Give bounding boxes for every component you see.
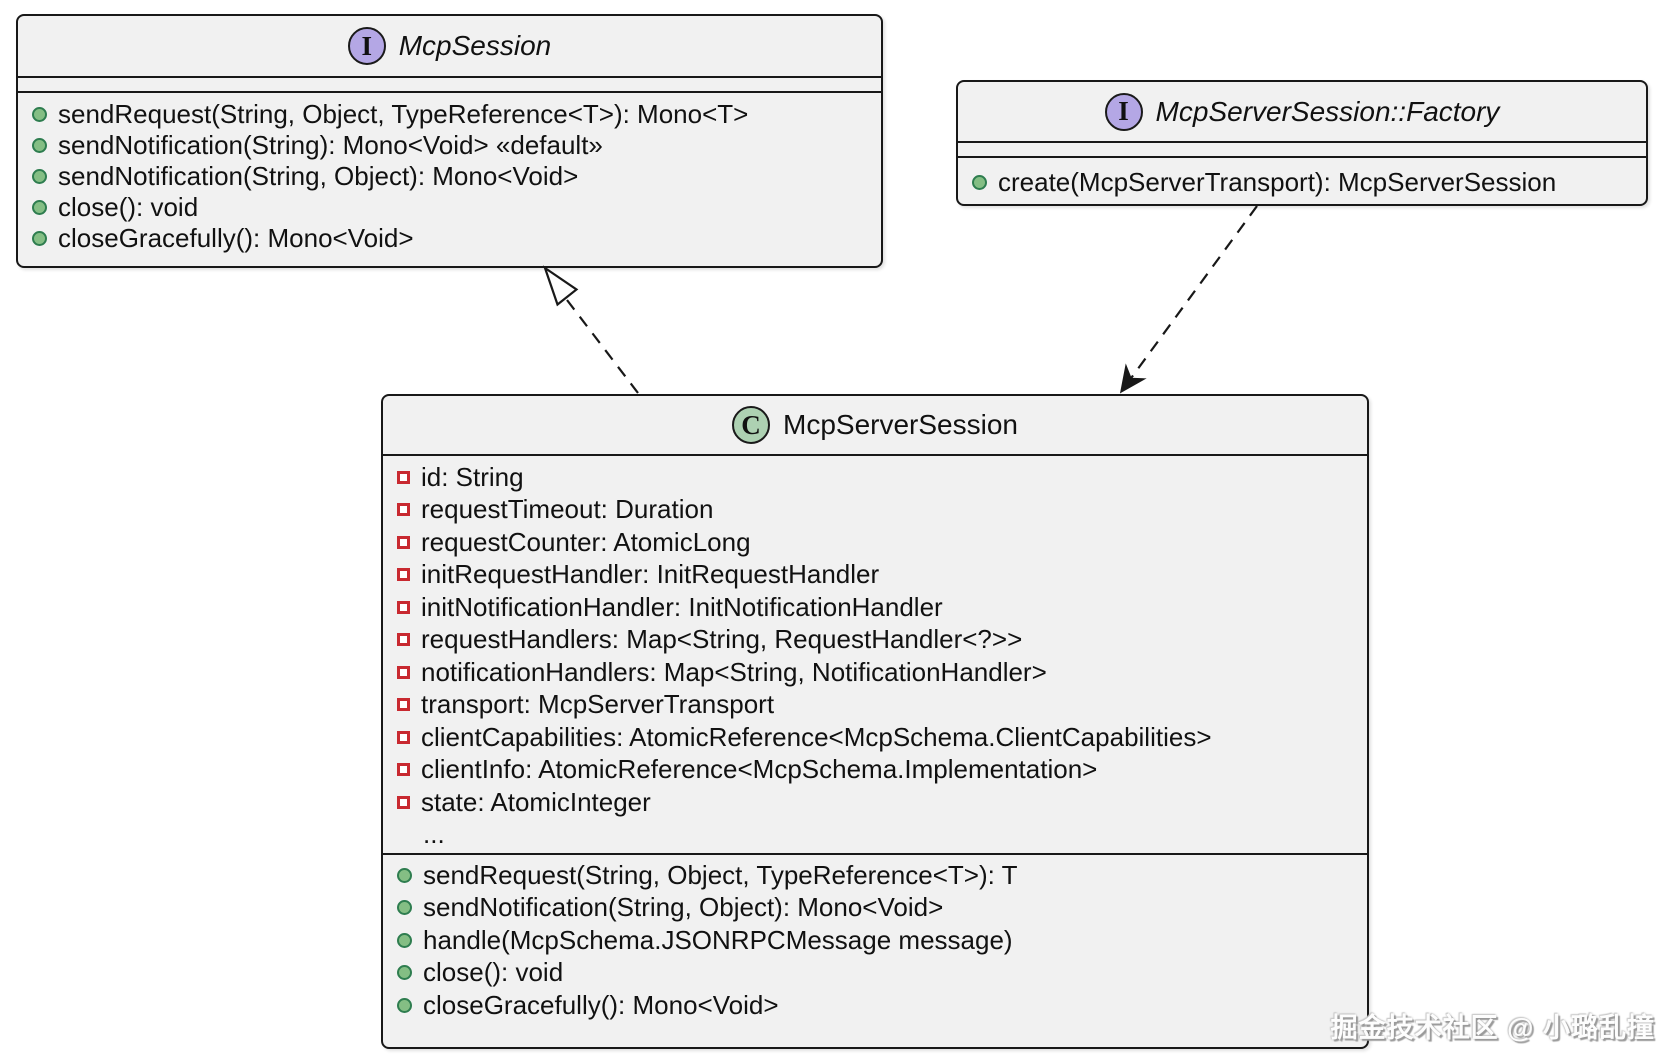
method-text: sendNotification(String): Mono<Void> «de… xyxy=(58,130,603,160)
method-row: closeGracefully(): Mono<Void> xyxy=(32,223,869,254)
class-title: McpServerSession xyxy=(783,409,1018,440)
field-row: clientInfo: AtomicReference<McpSchema.Im… xyxy=(397,754,1355,787)
field-text: clientCapabilities: AtomicReference<McpS… xyxy=(421,721,1212,752)
public-method-icon xyxy=(32,107,47,122)
method-row: close(): void xyxy=(397,957,1355,990)
private-field-icon xyxy=(397,633,410,647)
method-text: sendRequest(String, Object, TypeReferenc… xyxy=(58,99,749,129)
method-text: close(): void xyxy=(58,192,199,222)
public-method-icon xyxy=(32,138,47,153)
field-text: requestHandlers: Map<String, RequestHand… xyxy=(421,624,1023,655)
field-row: transport: McpServerTransport xyxy=(397,689,1355,722)
public-method-icon xyxy=(32,231,47,246)
class-title: McpServerSession::Factory xyxy=(1155,95,1500,127)
method-text: closeGracefully(): Mono<Void> xyxy=(58,223,414,253)
public-method-icon xyxy=(32,200,47,215)
method-row: sendNotification(String): Mono<Void> «de… xyxy=(32,130,869,161)
method-text: sendRequest(String, Object, TypeReferenc… xyxy=(423,859,1018,890)
method-text: create(McpServerTransport): McpServerSes… xyxy=(998,166,1557,197)
field-text: state: AtomicInteger xyxy=(421,786,651,817)
class-box-mcpsession: I McpSession sendRequest(String, Object,… xyxy=(16,14,883,268)
method-row: sendNotification(String, Object): Mono<V… xyxy=(397,892,1355,925)
methods-compartment: sendRequest(String, Object, TypeReferenc… xyxy=(18,93,881,258)
methods-compartment: create(McpServerTransport): McpServerSes… xyxy=(958,158,1646,203)
method-row: sendNotification(String, Object): Mono<V… xyxy=(32,161,869,192)
field-row: initNotificationHandler: InitNotificatio… xyxy=(397,591,1355,624)
field-text: transport: McpServerTransport xyxy=(421,689,775,720)
field-text: requestTimeout: Duration xyxy=(421,494,714,525)
private-field-icon xyxy=(397,470,410,484)
public-method-icon xyxy=(397,932,412,948)
method-text: sendNotification(String, Object): Mono<V… xyxy=(423,892,944,923)
field-text: clientInfo: AtomicReference<McpSchema.Im… xyxy=(421,754,1098,785)
field-text: initNotificationHandler: InitNotificatio… xyxy=(421,591,943,622)
method-text: handle(McpSchema.JSONRPCMessage message) xyxy=(423,924,1013,955)
public-method-icon xyxy=(32,169,47,184)
method-row: handle(McpSchema.JSONRPCMessage message) xyxy=(397,924,1355,957)
class-icon: C xyxy=(732,406,770,444)
method-row: sendRequest(String, Object, TypeReferenc… xyxy=(397,859,1355,892)
field-row: requestTimeout: Duration xyxy=(397,494,1355,527)
class-title: McpSession xyxy=(398,30,552,61)
private-field-icon xyxy=(397,600,410,614)
field-row: requestHandlers: Map<String, RequestHand… xyxy=(397,624,1355,657)
private-field-icon xyxy=(397,698,410,712)
fields-compartment-empty xyxy=(18,78,881,93)
class-box-mcpserversession: C McpServerSession id: String requestTim… xyxy=(381,394,1369,1049)
field-row: clientCapabilities: AtomicReference<McpS… xyxy=(397,721,1355,754)
public-method-icon xyxy=(397,997,412,1013)
field-text: notificationHandlers: Map<String, Notifi… xyxy=(421,656,1047,687)
public-method-icon xyxy=(397,867,412,883)
method-text: close(): void xyxy=(423,957,564,988)
class-box-factory: I McpServerSession::Factory create(McpSe… xyxy=(956,80,1648,206)
private-field-icon xyxy=(397,665,410,679)
field-row: initRequestHandler: InitRequestHandler xyxy=(397,559,1355,592)
public-method-icon xyxy=(397,900,412,916)
method-row: close(): void xyxy=(32,192,869,223)
class-header: I McpSession xyxy=(18,16,881,78)
methods-compartment: sendRequest(String, Object, TypeReferenc… xyxy=(383,853,1367,1026)
private-field-icon xyxy=(397,763,410,777)
field-row: notificationHandlers: Map<String, Notifi… xyxy=(397,656,1355,689)
fields-ellipsis: ... xyxy=(423,819,445,850)
public-method-icon xyxy=(397,965,412,981)
field-text: initRequestHandler: InitRequestHandler xyxy=(421,559,880,590)
private-field-icon xyxy=(397,730,410,744)
field-row: id: String xyxy=(397,461,1355,494)
dependency-arrow xyxy=(1119,205,1258,394)
fields-compartment-empty xyxy=(958,143,1646,158)
interface-icon: I xyxy=(1104,92,1143,131)
method-row: sendRequest(String, Object, TypeReferenc… xyxy=(32,99,869,130)
private-field-icon xyxy=(397,795,410,809)
field-row: state: AtomicInteger xyxy=(397,786,1355,819)
fields-compartment: id: String requestTimeout: Duration requ… xyxy=(383,456,1367,853)
realization-arrow xyxy=(542,265,639,394)
class-header: C McpServerSession xyxy=(383,396,1367,456)
interface-icon: I xyxy=(347,27,386,65)
private-field-icon xyxy=(397,568,410,582)
field-text: id: String xyxy=(421,461,524,492)
field-text: requestCounter: AtomicLong xyxy=(421,526,751,557)
method-row: create(McpServerTransport): McpServerSes… xyxy=(972,165,1634,199)
public-method-icon xyxy=(972,174,987,190)
watermark: 掘金技术社区 @ 小璐乱撞 xyxy=(1330,1013,1655,1043)
private-field-icon xyxy=(397,503,410,517)
method-text: closeGracefully(): Mono<Void> xyxy=(423,989,779,1020)
method-text: sendNotification(String, Object): Mono<V… xyxy=(58,161,579,191)
field-row: requestCounter: AtomicLong xyxy=(397,526,1355,559)
private-field-icon xyxy=(397,535,410,549)
class-header: I McpServerSession::Factory xyxy=(958,82,1646,143)
method-row: closeGracefully(): Mono<Void> xyxy=(397,989,1355,1022)
